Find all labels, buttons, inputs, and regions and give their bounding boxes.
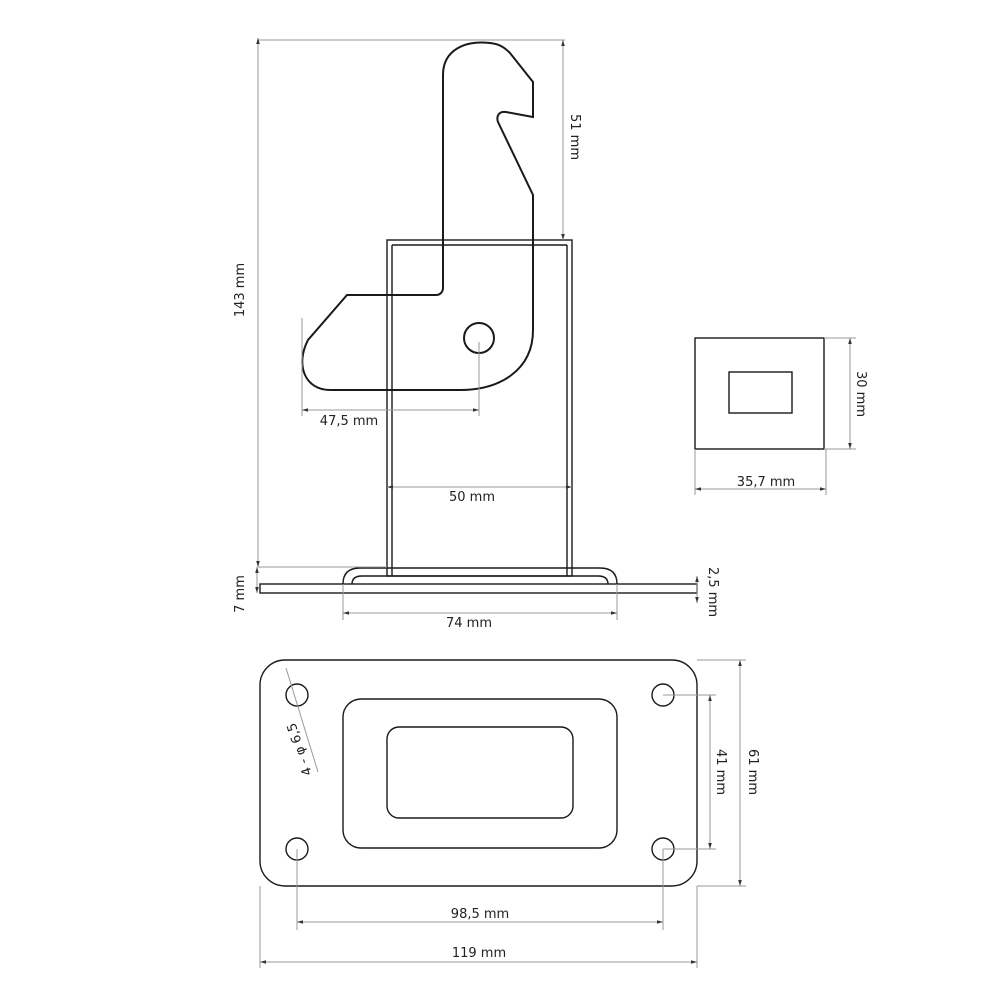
flange-outer [342, 567, 618, 585]
label-74: 74 mm [446, 616, 492, 631]
label-119: 119 mm [452, 946, 506, 961]
label-50: 50 mm [449, 490, 495, 505]
section-outer [694, 337, 825, 450]
label-61: 61 mm [745, 749, 760, 795]
base-plate [259, 583, 698, 594]
flange-outline [342, 698, 618, 849]
plan-view: 4 - φ 6,5 41 mm 61 mm 98,5 mm 119 mm [259, 659, 760, 968]
label-7: 7 mm [233, 575, 248, 613]
label-35-7: 35,7 mm [737, 475, 795, 490]
mount-hole [285, 683, 309, 707]
front-dimensions: 143 mm 51 mm 47,5 mm 50 mm 7 mm 2,5 mm 7… [233, 38, 720, 631]
label-41: 41 mm [713, 749, 728, 795]
tube-opening [386, 726, 574, 819]
front-view [259, 41, 698, 594]
label-98-5: 98,5 mm [451, 907, 509, 922]
label-30: 30 mm [853, 371, 868, 417]
section-view: 30 mm 35,7 mm [694, 337, 868, 495]
plate-outline [259, 659, 698, 887]
label-2-5: 2,5 mm [705, 567, 720, 617]
hook-outline [301, 41, 534, 391]
flange-inner [351, 575, 609, 585]
label-143: 143 mm [233, 263, 248, 317]
section-inner [728, 371, 793, 414]
label-51: 51 mm [567, 114, 582, 160]
label-47-5: 47,5 mm [320, 414, 378, 429]
